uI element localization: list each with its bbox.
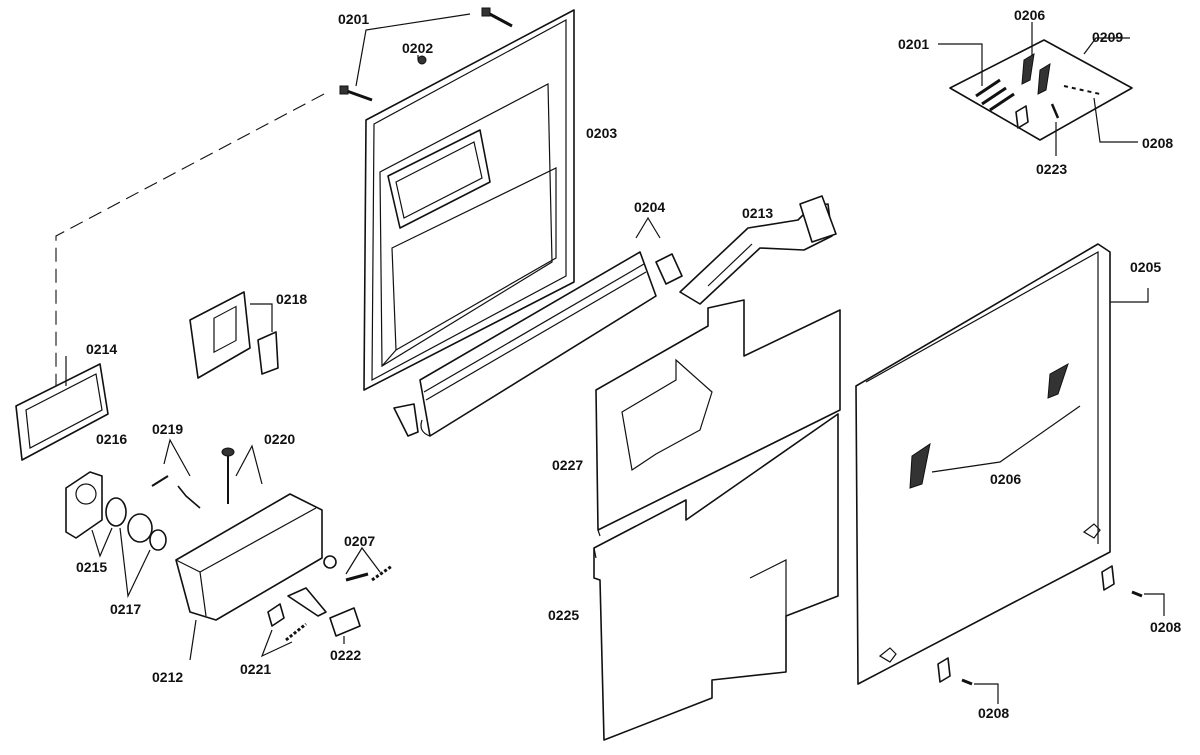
label-0227: 0227 [552,457,583,473]
knob-housing [65,471,103,539]
label-0205: 0205 [1130,259,1161,275]
label-0201-bag: 0201 [898,36,929,52]
leader-0208-right [1144,593,1165,616]
leader-0209 [1083,37,1130,55]
label-0223: 0223 [1036,161,1067,177]
label-0208-bottom: 0208 [978,705,1009,721]
door-inner-panel [363,9,575,391]
leader-0219 [163,438,191,477]
label-0219: 0219 [152,421,183,437]
insulation-panel-upper [595,299,841,537]
label-0218: 0218 [276,291,307,307]
label-0222: 0222 [330,647,361,663]
leader-0208-bag [1093,97,1138,143]
rings-and-knob [105,497,167,551]
leader-0207 [345,546,381,575]
label-0221: 0221 [240,661,271,677]
leader-0217 [119,527,151,599]
leader-0205 [1110,288,1149,303]
leader-lines-0201 [355,13,471,87]
trim-frame [15,363,109,461]
label-0212: 0212 [152,669,183,685]
label-0213: 0213 [742,205,773,221]
hinge-bracket [679,195,837,305]
door-screws [339,7,513,102]
assembly-dashed-line [55,93,325,430]
label-0204: 0204 [634,199,665,215]
leader-0201-bag [938,43,983,86]
label-0207: 0207 [344,533,375,549]
label-0220: 0220 [264,431,295,447]
leader-0215 [91,527,113,558]
leader-0212 [189,619,197,661]
label-0225: 0225 [548,607,579,623]
leader-0206-panel [931,405,1081,473]
latch-parts [267,555,393,642]
panel-clips-screws [937,565,1143,686]
leader-0218 [250,303,273,332]
label-0216: 0216 [96,431,127,447]
leader-0220 [235,444,263,485]
label-0215: 0215 [76,559,107,575]
label-0208-bag: 0208 [1142,135,1173,151]
control-housing [175,493,323,621]
label-0208-right: 0208 [1150,619,1181,635]
leader-0221 [260,629,293,658]
door-seal-strip [393,251,683,437]
springs-and-pins [151,447,235,509]
leader-0208-bottom [974,683,999,704]
leader-0204 [635,216,661,239]
label-0209: 0209 [1092,29,1123,45]
label-0206-panel: 0206 [990,471,1021,487]
label-0217: 0217 [110,601,141,617]
insulation-panel-lower [593,413,839,741]
label-0201: 0201 [338,11,369,27]
label-0202: 0202 [402,40,433,56]
label-0214: 0214 [86,341,117,357]
label-0203: 0203 [586,125,617,141]
hardware-bag [949,39,1133,141]
handle-bracket [189,291,279,379]
label-0206-bag: 0206 [1014,7,1045,23]
